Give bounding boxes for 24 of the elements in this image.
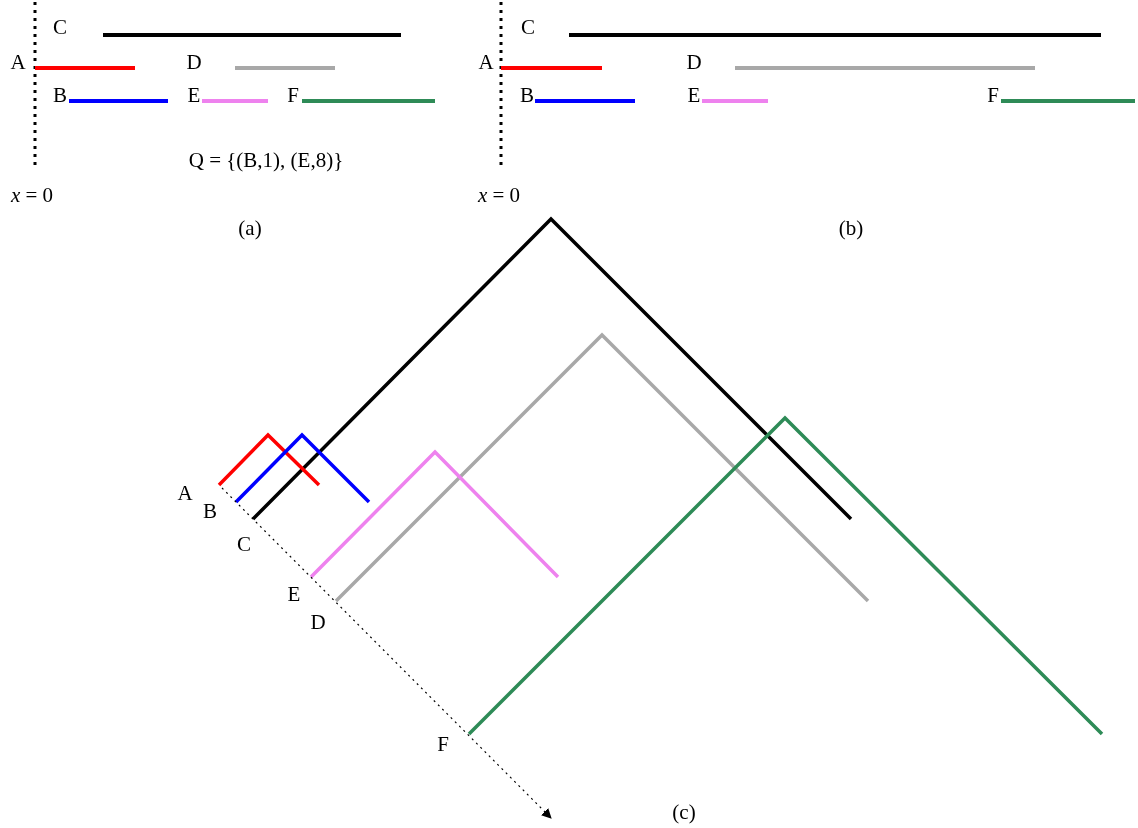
segment-label: E (287, 583, 301, 605)
segment-label: A (10, 51, 26, 73)
segment-label: E (687, 84, 701, 106)
segment-label: D (686, 51, 702, 73)
segment-label: D (310, 611, 326, 633)
set-notation: Q = {(B,1), (E,8)} (188, 149, 344, 171)
segment-label: F (987, 84, 999, 106)
segment-label: C (521, 16, 535, 38)
segment-label: A (177, 482, 193, 504)
axis-label: x = 0 (477, 184, 521, 206)
segment-label: B (520, 84, 534, 106)
segment-label: C (237, 533, 251, 555)
segment-label: B (53, 84, 67, 106)
segment-label: D (186, 51, 202, 73)
panel-caption: (b) (838, 217, 864, 239)
segment-label: F (437, 733, 449, 755)
panel-caption: (a) (238, 217, 262, 239)
segment-label: E (187, 84, 201, 106)
segment-label: C (53, 16, 67, 38)
segment-label: F (287, 84, 299, 106)
segment-label: A (478, 51, 494, 73)
panel-caption: (c) (672, 801, 696, 823)
segment-label: B (203, 500, 217, 522)
axis-label: x = 0 (10, 184, 54, 206)
